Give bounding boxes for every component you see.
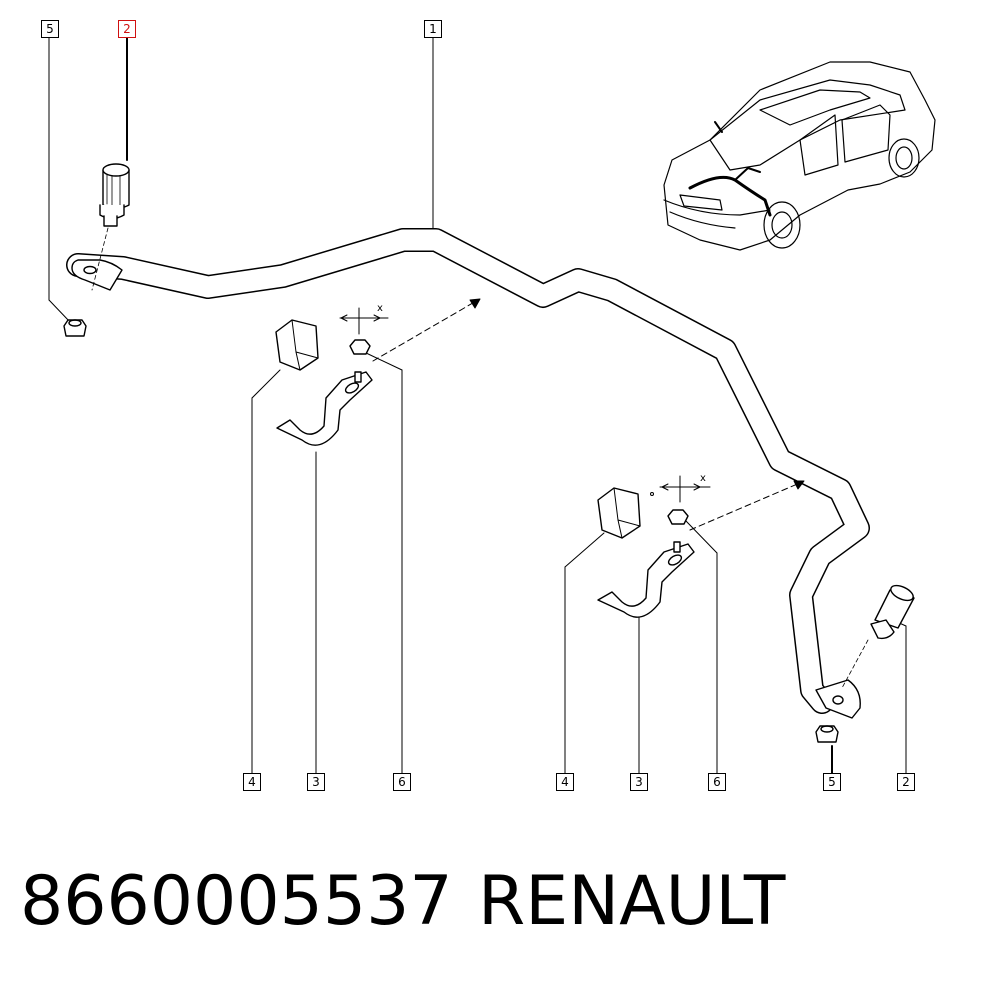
callout-2-top: 2 [118, 20, 136, 38]
bolt-left [349, 339, 371, 383]
clamp-right [597, 543, 695, 618]
bushing-left [275, 319, 319, 371]
stabilizer-bar [66, 228, 870, 719]
axis-cross-right [650, 475, 711, 503]
callout-5-bottom: 5 [823, 773, 841, 791]
nut-left [63, 319, 87, 337]
callout-1: 1 [424, 20, 442, 38]
callout-3-left: 3 [307, 773, 325, 791]
callout-4-left: 4 [243, 773, 261, 791]
bolt-right [667, 509, 689, 553]
axis-label-right: x [700, 473, 706, 484]
callout-6-left: 6 [393, 773, 411, 791]
leader-lines [48, 36, 907, 774]
part-number: 8660005537 [20, 862, 453, 941]
link-rod-left [91, 163, 130, 291]
assembly-arrows [372, 298, 805, 531]
callout-2-bottom: 2 [897, 773, 915, 791]
callout-5-top: 5 [41, 20, 59, 38]
clamp-left [276, 371, 373, 446]
callout-4-right: 4 [556, 773, 574, 791]
link-rod-right [841, 584, 915, 689]
axis-label-left: x [377, 303, 383, 314]
vehicle-thumbnail [663, 61, 936, 251]
bushing-right [597, 487, 641, 539]
nut-right [815, 725, 839, 743]
callout-3-right: 3 [630, 773, 648, 791]
axis-cross-left [339, 307, 389, 335]
brand-name: RENAULT [478, 862, 786, 941]
callout-6-right: 6 [708, 773, 726, 791]
